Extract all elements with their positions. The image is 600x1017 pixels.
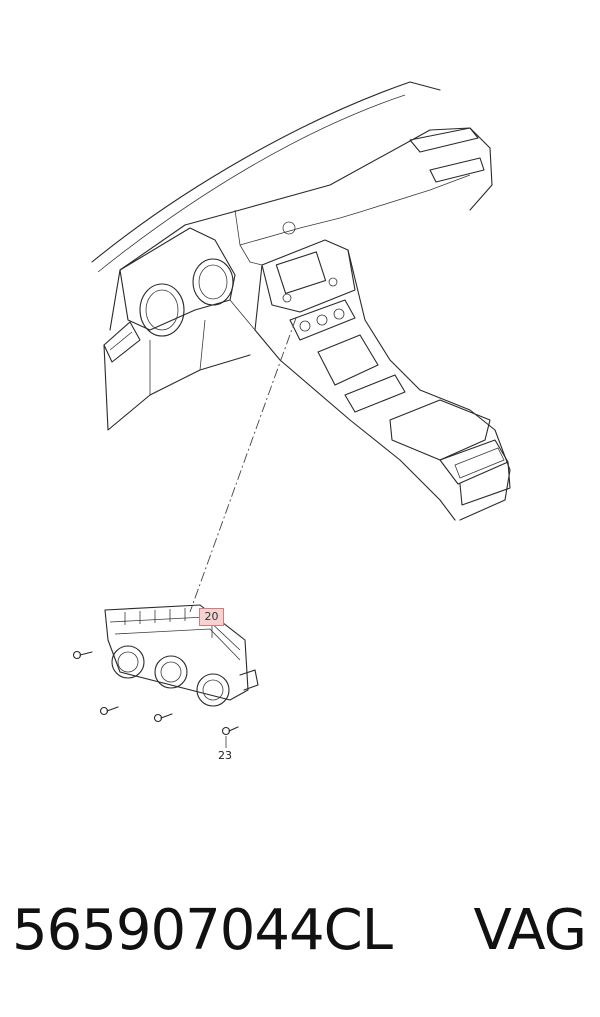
screw-group xyxy=(72,650,239,748)
footer-caption: 565907044CL VAG xyxy=(0,898,600,978)
screw-2 xyxy=(99,706,119,716)
exploded-parts-diagram xyxy=(72,81,511,748)
screw-4 xyxy=(221,726,239,748)
dashboard-drawing xyxy=(91,81,511,521)
screw-1 xyxy=(72,650,93,660)
leader-line-20 xyxy=(189,317,297,613)
callout-23: 23 xyxy=(218,749,232,762)
callout-20: 20 xyxy=(199,608,224,626)
brand-label: VAG xyxy=(473,898,587,963)
climate-control-unit xyxy=(104,604,259,707)
screw-3 xyxy=(153,713,173,723)
part-number: 565907044CL xyxy=(12,898,393,963)
